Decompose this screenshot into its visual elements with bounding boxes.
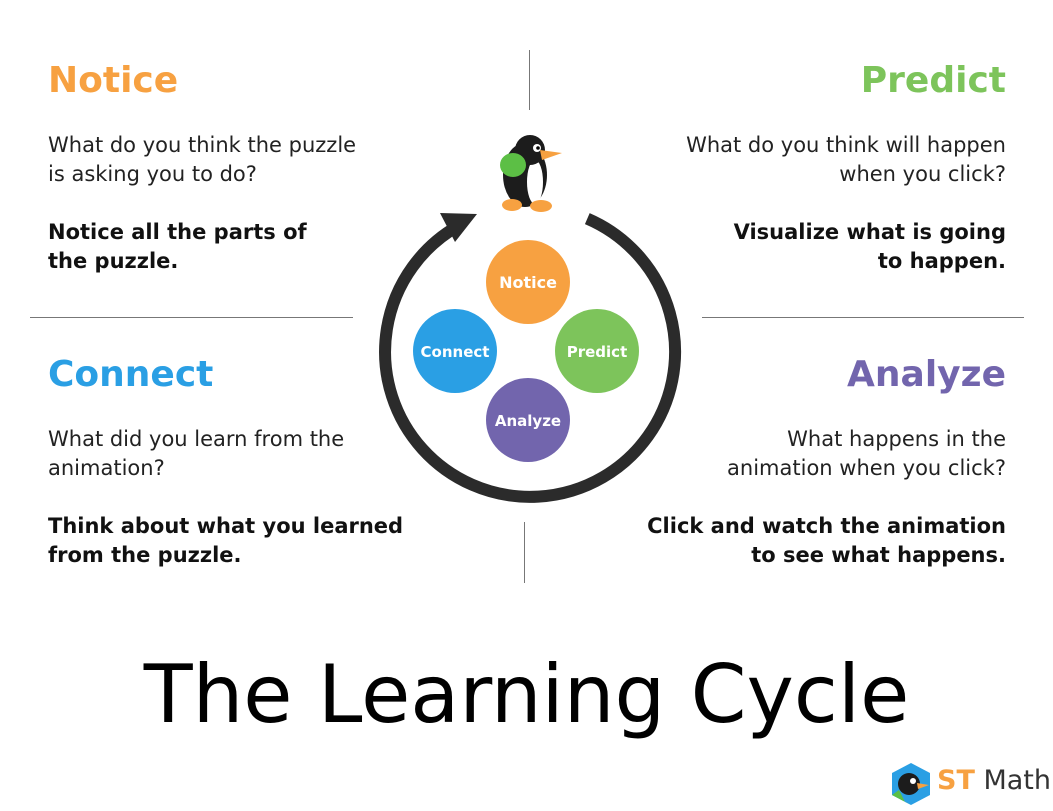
logo-math: Math: [983, 765, 1052, 796]
divider-bottom: [524, 522, 525, 583]
divider-top: [529, 50, 530, 110]
st-math-logo-icon: [892, 763, 930, 805]
cycle-predict: Predict: [555, 309, 639, 393]
cycle-analyze-label: Analyze: [495, 412, 561, 430]
notice-tip: Notice all the parts of the puzzle.: [48, 220, 307, 273]
connect-heading: Connect: [48, 354, 214, 395]
analyze-heading: Analyze: [847, 354, 1006, 395]
predict-tip: Visualize what is going to happen.: [733, 220, 1006, 273]
cycle-connect-label: Connect: [421, 343, 490, 361]
penguin-icon: [500, 135, 562, 212]
divider-right: [702, 317, 1024, 318]
notice-section: Notice What do you think the puzzle is a…: [48, 60, 388, 276]
notice-question: What do you think the puzzle is asking y…: [48, 133, 357, 186]
cycle-connect: Connect: [413, 309, 497, 393]
connect-question: What did you learn from the animation?: [48, 427, 345, 480]
page-title: The Learning Cycle: [143, 648, 910, 741]
logo-st: ST: [937, 765, 975, 796]
divider-left: [30, 317, 353, 318]
predict-question: What do you think will happen when you c…: [686, 133, 1006, 186]
st-math-logo: ST Math: [937, 765, 1051, 796]
analyze-question: What happens in the animation when you c…: [727, 427, 1006, 480]
cycle-analyze: Analyze: [486, 378, 570, 462]
cycle-arrow: [379, 213, 682, 503]
connect-section: Connect What did you learn from the anim…: [48, 354, 418, 570]
analyze-tip: Click and watch the animation to see wha…: [647, 514, 1006, 567]
analyze-section: Analyze What happens in the animation wh…: [620, 354, 1006, 570]
predict-section: Predict What do you think will happen wh…: [650, 60, 1006, 276]
notice-heading: Notice: [48, 60, 179, 101]
cycle-predict-label: Predict: [567, 343, 628, 361]
cycle-notice: Notice: [486, 240, 570, 324]
connect-tip: Think about what you learned from the pu…: [48, 514, 404, 567]
predict-heading: Predict: [860, 60, 1006, 101]
arrow-head-icon: [440, 213, 477, 242]
cycle-notice-label: Notice: [499, 273, 557, 292]
